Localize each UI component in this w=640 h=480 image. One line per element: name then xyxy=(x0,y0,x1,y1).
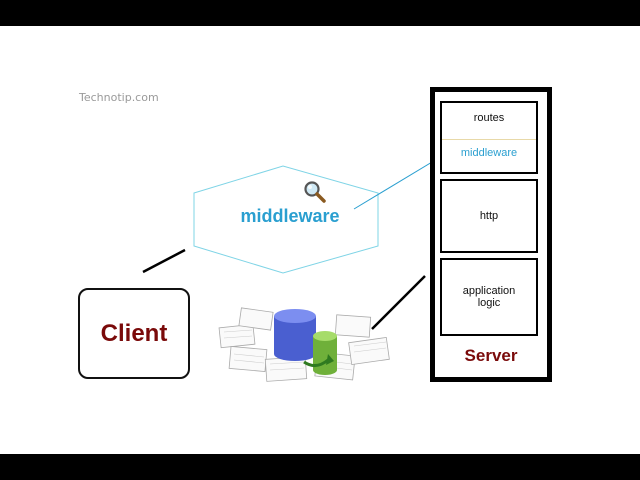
server-routes-middleware-box: routes middleware xyxy=(440,101,538,174)
application-logic-line2: logic xyxy=(477,297,501,309)
client-middleware-link xyxy=(142,248,186,274)
server-middleware-label: middleware xyxy=(460,147,518,159)
server-box: routes middleware http application logic… xyxy=(430,87,552,382)
server-application-logic-box: application logic xyxy=(440,258,538,336)
routes-divider xyxy=(442,139,536,140)
middleware-label: middleware xyxy=(240,206,340,226)
server-http-box: http xyxy=(440,179,538,253)
application-logic-label: application logic xyxy=(463,285,516,309)
diagram-canvas: Technotip.com Client middleware xyxy=(0,26,640,454)
database-server-link xyxy=(371,275,426,330)
magnifier-icon xyxy=(304,181,326,203)
database-icon xyxy=(218,307,390,382)
http-label: http xyxy=(479,210,499,222)
client-box: Client xyxy=(78,288,190,379)
server-label: Server xyxy=(464,346,518,365)
routes-label: routes xyxy=(473,112,505,124)
watermark: Technotip.com xyxy=(79,91,159,104)
application-logic-line1: application xyxy=(462,285,516,297)
middleware-hexagon xyxy=(193,165,379,274)
client-label: Client xyxy=(100,319,168,347)
